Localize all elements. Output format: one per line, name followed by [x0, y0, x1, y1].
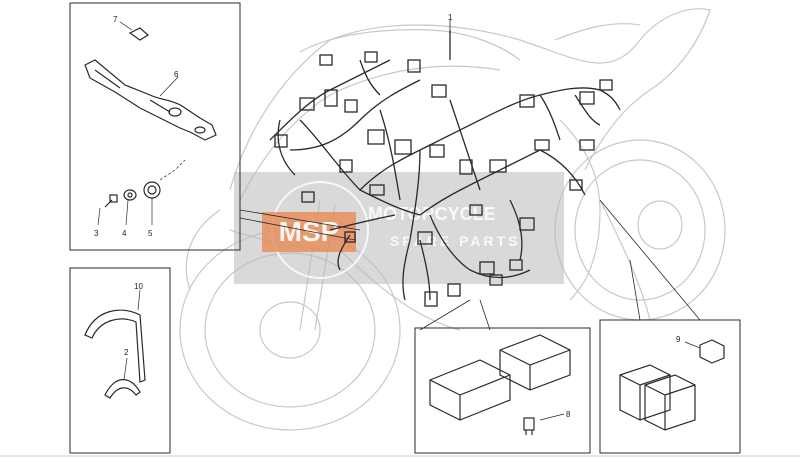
callout-4: 4 [122, 229, 127, 238]
callout-1: 1 [448, 13, 453, 22]
bracket-detail-panel: 7 6 3 4 5 [69, 2, 241, 251]
callout-6: 6 [174, 70, 179, 79]
main-wiring-harness [269, 30, 621, 307]
cable-tie-panel: 10 2 [69, 267, 171, 454]
watermark: MSP MOTORCYCLE SPARE PARTS [234, 172, 564, 284]
callout-8: 8 [566, 410, 571, 419]
callout-5: 5 [148, 229, 153, 238]
callout-3: 3 [94, 229, 99, 238]
callout-9: 9 [676, 335, 681, 344]
leader-lines [239, 20, 701, 331]
callout-10: 10 [134, 282, 143, 291]
callout-7: 7 [113, 15, 118, 24]
control-unit-panel: 8 [414, 327, 591, 454]
relay-panel: 9 [599, 319, 741, 454]
callout-2: 2 [124, 348, 129, 357]
